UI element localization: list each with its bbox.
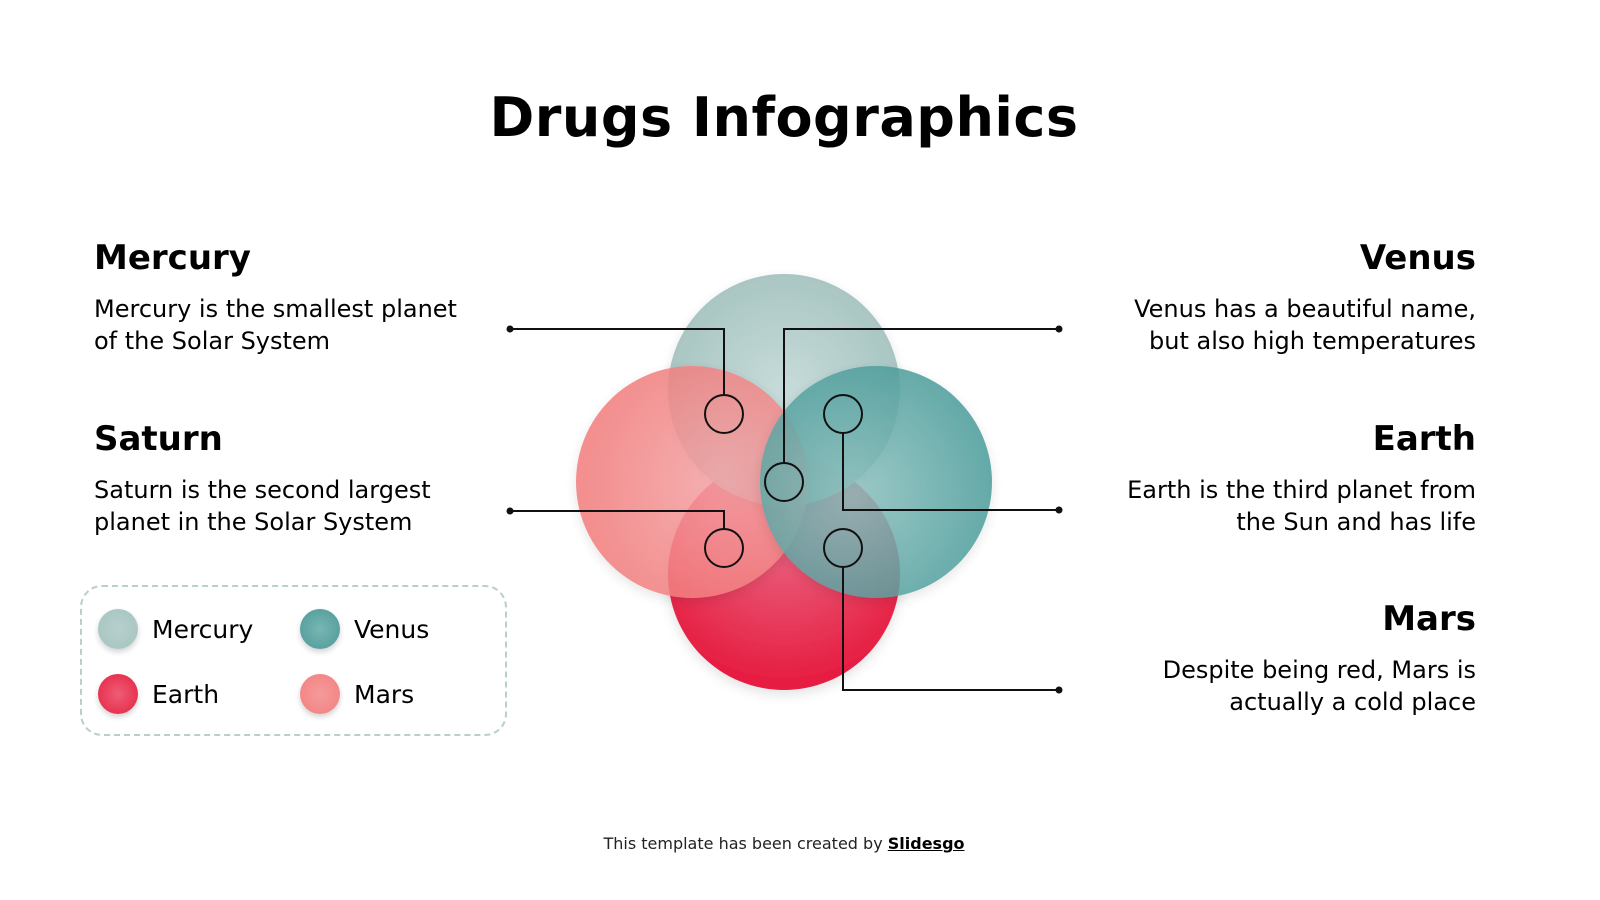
slidesgo-link[interactable]: Slidesgo: [887, 834, 965, 853]
mars-description: Despite being red, Mars is actually a co…: [1016, 654, 1476, 718]
mars-text-line2: actually a cold place: [1229, 688, 1476, 717]
mercury-text-line2: of the Solar System: [94, 327, 331, 356]
mercury-swatch-icon: [98, 609, 138, 649]
saturn-description: Saturn is the second largest planet in t…: [94, 474, 514, 538]
venus-block: Venus Venus has a beautiful name, but al…: [1016, 238, 1476, 357]
earth-heading: Earth: [1372, 419, 1476, 459]
legend-label-earth: Earth: [152, 679, 220, 709]
legend-label-venus: Venus: [354, 614, 430, 644]
venus-marker-ring: [764, 462, 804, 502]
legend-label-mars: Mars: [354, 679, 415, 709]
legend-item-mars: Mars: [300, 674, 414, 714]
saturn-heading: Saturn: [94, 419, 223, 459]
mercury-description: Mercury is the smallest planet of the So…: [94, 293, 514, 357]
venus-description: Venus has a beautiful name, but also hig…: [1016, 293, 1476, 357]
earth-circle: [668, 458, 900, 690]
saturn-connector-line: [510, 510, 725, 529]
earth-description: Earth is the third planet from the Sun a…: [1016, 474, 1476, 538]
mercury-marker-ring: [704, 394, 744, 434]
mercury-heading: Mercury: [94, 238, 251, 278]
mars-text-line1: Despite being red, Mars is: [1162, 656, 1476, 685]
mars-swatch-icon: [300, 674, 340, 714]
mercury-circle: [668, 274, 900, 506]
mercury-connector-line: [510, 328, 725, 395]
venus-text-line1: Venus has a beautiful name,: [1134, 295, 1476, 324]
mars-block: Mars Despite being red, Mars is actually…: [1016, 599, 1476, 718]
venus-text-line2: but also high temperatures: [1149, 327, 1476, 356]
venus-heading: Venus: [1359, 238, 1476, 278]
legend-item-mercury: Mercury: [98, 609, 253, 649]
earth-marker-ring: [823, 394, 863, 434]
saturn-block: Saturn Saturn is the second largest plan…: [94, 419, 514, 538]
earth-block: Earth Earth is the third planet from the…: [1016, 419, 1476, 538]
saturn-text-line2: planet in the Solar System: [94, 508, 413, 537]
footer-credit: This template has been created by Slides…: [0, 834, 1568, 853]
venus-circle: [760, 366, 992, 598]
slide-title: Drugs Infographics: [489, 86, 1079, 149]
mars-marker-ring: [823, 528, 863, 568]
footer-prefix: This template has been created by: [603, 834, 888, 853]
legend-item-earth: Earth: [98, 674, 219, 714]
mars-circle: [576, 366, 808, 598]
legend-box: Mercury Venus Earth Mars: [80, 585, 507, 736]
legend-item-venus: Venus: [300, 609, 429, 649]
mercury-text-line1: Mercury is the smallest planet: [94, 295, 457, 324]
venus-swatch-icon: [300, 609, 340, 649]
legend-label-mercury: Mercury: [152, 614, 254, 644]
mars-heading: Mars: [1382, 599, 1476, 639]
saturn-text-line1: Saturn is the second largest: [94, 476, 431, 505]
mercury-block: Mercury Mercury is the smallest planet o…: [94, 238, 514, 357]
saturn-marker-ring: [704, 528, 744, 568]
earth-swatch-icon: [98, 674, 138, 714]
earth-text-line2: the Sun and has life: [1236, 508, 1476, 537]
earth-text-line1: Earth is the third planet from: [1127, 476, 1476, 505]
